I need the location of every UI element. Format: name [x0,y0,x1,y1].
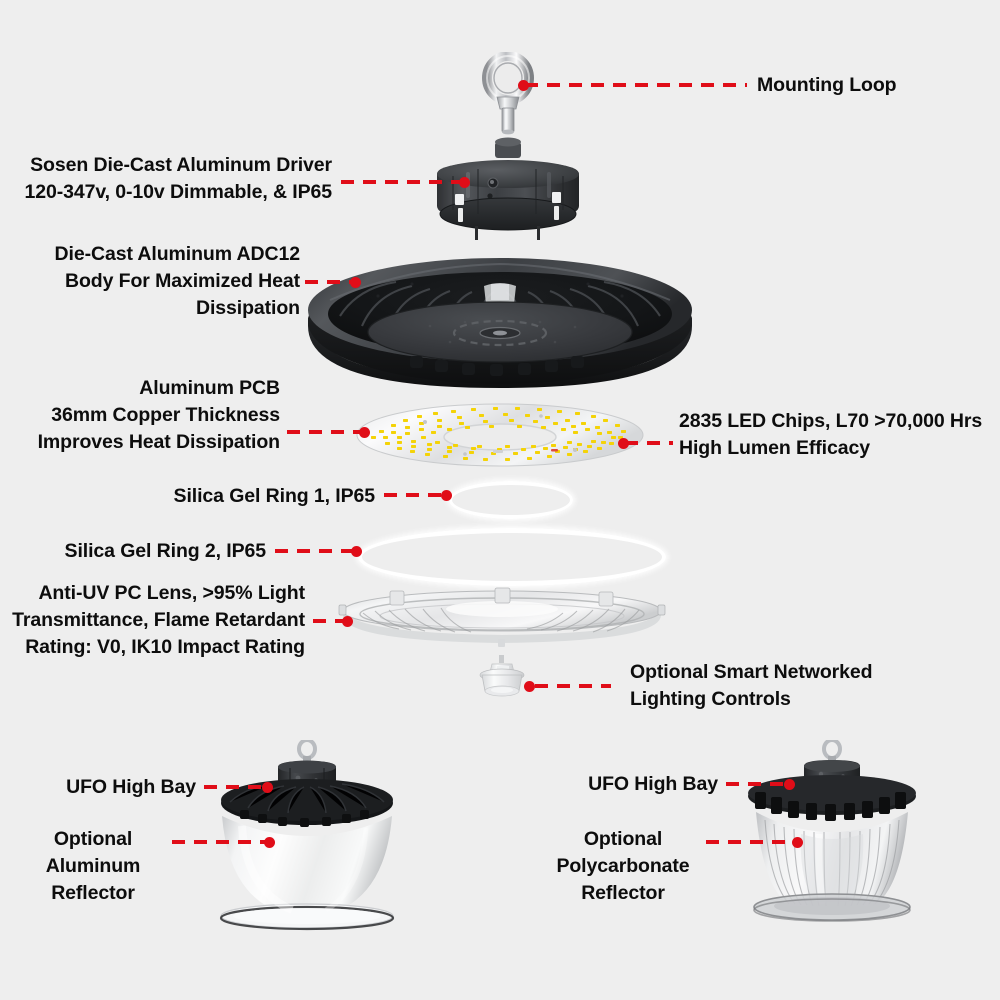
high-bay-with-polycarbonate-reflector [733,738,938,935]
leader-left-reflector [172,840,268,844]
leader-controls [535,684,611,688]
callout-right-reflector: Optional Polycarbonate Reflector [556,828,690,904]
callout-left-reflector: Optional Aluminum Reflector [45,828,141,904]
leader-dot-led-chips [618,438,629,449]
leader-silica-ring-2 [275,549,355,553]
callout-right-product-title: UFO High Bay [588,773,718,795]
leader-dot-lens [342,616,353,627]
leader-dot-right-product-title [784,779,795,790]
leader-body [305,280,353,284]
callout-lens: Anti-UV PC Lens, >95% Light Transmittanc… [12,582,305,658]
callout-controls: Optional Smart Networked Lighting Contro… [630,661,873,710]
leader-dot-silica-ring-2 [351,546,362,557]
callout-mounting-loop: Mounting Loop [757,74,897,96]
leader-pcb [287,430,362,434]
leader-right-reflector [706,840,796,844]
leader-dot-left-reflector [264,837,275,848]
silicone-gasket-ring-large [358,528,666,586]
callout-silica-ring-1: Silica Gel Ring 1, IP65 [173,485,376,507]
high-bay-with-aluminum-reflector [200,738,415,935]
heatsink-body [300,252,700,402]
leader-silica-ring-1 [384,493,446,497]
leader-dot-pcb [359,427,370,438]
callout-left-product-title: UFO High Bay [66,776,196,798]
leader-left-product-title [204,785,266,789]
mounting-loop-eyebolt [473,51,543,142]
leader-driver [341,180,461,184]
polycarbonate-lens [337,585,667,647]
leader-dot-controls [524,681,535,692]
leader-dot-left-product-title [262,782,273,793]
leader-led-chips [625,441,673,445]
leader-dot-right-reflector [792,837,803,848]
leader-right-product-title [726,782,788,786]
leader-lens [313,619,345,623]
leader-dot-body [350,277,361,288]
callout-body: Die-Cast Aluminum ADC12 Body For Maximiz… [54,243,301,319]
leader-mounting-loop [525,83,747,87]
silicone-gasket-ring-small [449,481,573,519]
led-pcb-disc [355,400,645,470]
callout-silica-ring-2: Silica Gel Ring 2, IP65 [64,540,267,562]
callout-driver: Sosen Die-Cast Aluminum Driver 120-347v,… [24,154,332,203]
smart-sensor-module [472,655,532,703]
leader-dot-mounting-loop [518,80,529,91]
callout-pcb: Aluminum PCB 36mm Copper Thickness Impro… [37,377,281,453]
driver-housing [423,136,593,246]
leader-dot-driver [459,177,470,188]
leader-dot-silica-ring-1 [441,490,452,501]
callout-led-chips: 2835 LED Chips, L70 >70,000 Hrs High Lum… [679,410,983,459]
